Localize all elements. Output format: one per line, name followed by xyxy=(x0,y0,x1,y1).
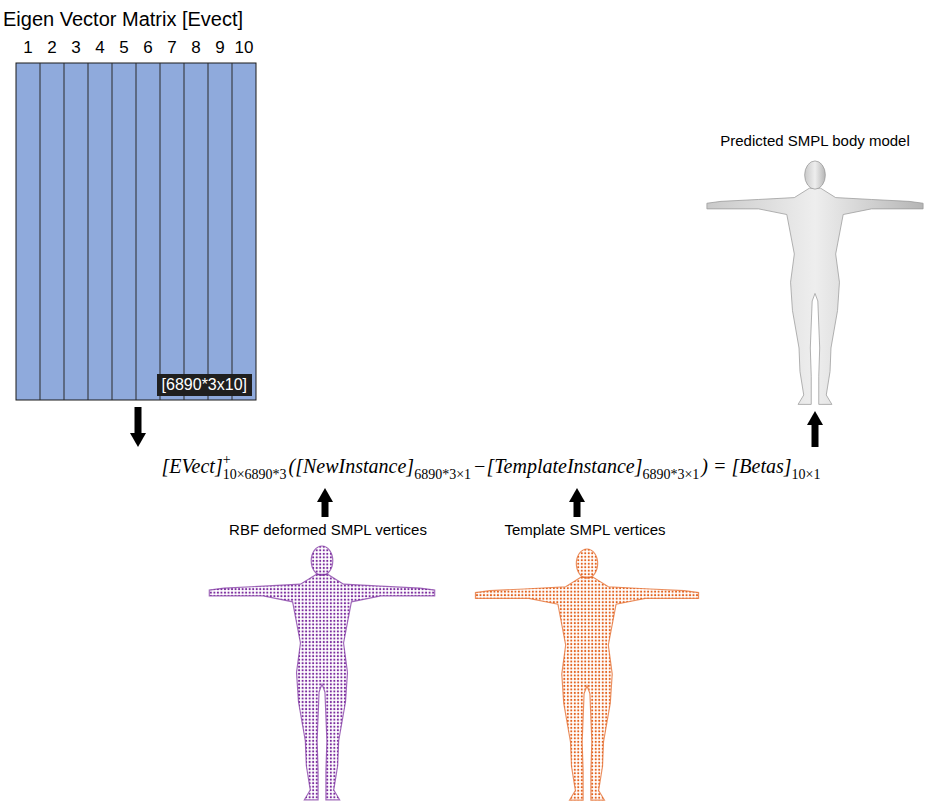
column-number: 4 xyxy=(95,38,104,58)
column-number: 7 xyxy=(167,38,176,58)
column-number: 2 xyxy=(47,38,56,58)
equation-term: [EVect] xyxy=(162,455,223,477)
matrix-column-lines xyxy=(40,63,232,400)
matrix-rect xyxy=(16,63,256,400)
column-number: 1 xyxy=(23,38,32,58)
figure-caption: Template SMPL vertices xyxy=(504,521,665,538)
flow-arrow xyxy=(812,425,819,447)
column-number: 9 xyxy=(215,38,224,58)
flow-arrow xyxy=(135,407,142,433)
column-number: 5 xyxy=(119,38,128,58)
eigenvector-matrix xyxy=(16,63,256,400)
equation-term: ([NewInstance] xyxy=(289,455,415,477)
flow-arrow xyxy=(322,502,329,517)
predicted-body-mesh xyxy=(707,161,923,404)
rbf-point-cloud xyxy=(209,546,434,800)
column-number: 6 xyxy=(143,38,152,58)
equation-term: 6890*3×1 xyxy=(414,467,473,482)
flow-arrow xyxy=(574,502,581,517)
equation-term: 6890*3×1 xyxy=(642,467,701,482)
figure-caption: Predicted SMPL body model xyxy=(720,132,910,149)
rbf-vertices-block: RBF deformed SMPL vertices xyxy=(227,520,429,540)
equation-term: ) = [Betas] xyxy=(701,455,791,477)
template-point-cloud xyxy=(475,549,698,800)
equation-term: 10×6890*3 xyxy=(223,467,289,482)
template-vertices-block: Template SMPL vertices xyxy=(502,520,667,540)
column-number: 8 xyxy=(191,38,200,58)
column-number: 10 xyxy=(235,38,254,58)
equation-term: −[TemplateInstance] xyxy=(473,455,642,477)
equation: [EVect]+10×6890*3([NewInstance]6890*3×1−… xyxy=(158,450,827,485)
matrix-title: Eigen Vector Matrix [Evect] xyxy=(3,8,243,31)
figure-caption: RBF deformed SMPL vertices xyxy=(229,521,427,538)
column-number: 3 xyxy=(71,38,80,58)
matrix-block: Eigen Vector Matrix [Evect] [6890*3x10] xyxy=(0,6,300,404)
equation-term: 10×1 xyxy=(792,467,823,482)
predicted-model-block: Predicted SMPL body model xyxy=(700,128,930,408)
matrix-size: [6890*3x10] xyxy=(157,374,252,396)
